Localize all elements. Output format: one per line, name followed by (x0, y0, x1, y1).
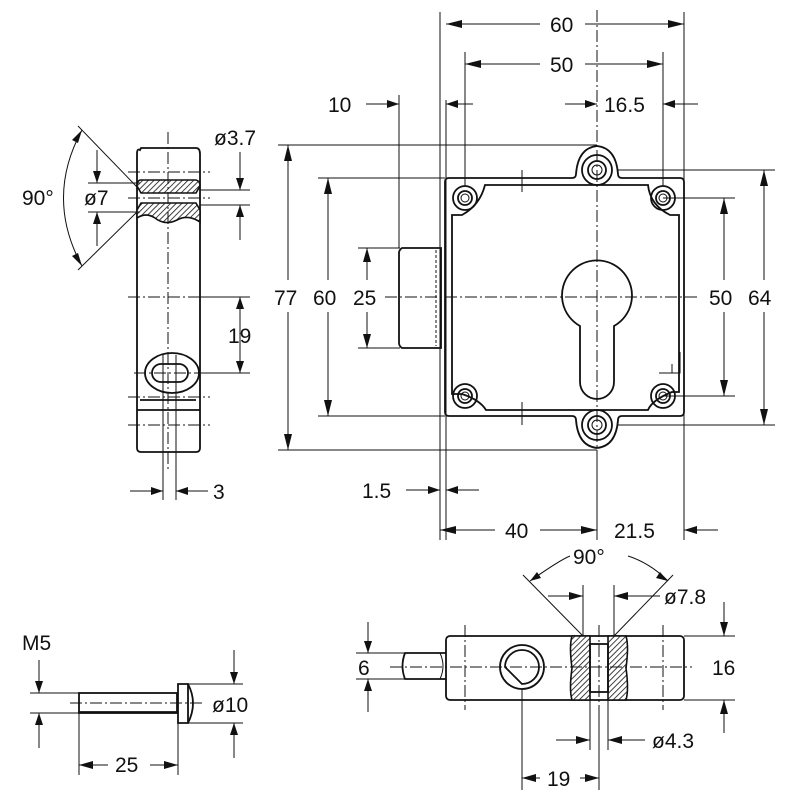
countersink-label: ø7.8 (664, 586, 706, 609)
flange-height-label: 64 (748, 287, 772, 310)
side-view-outline (136, 147, 201, 453)
plate-thickness-label: 1.5 (362, 480, 391, 503)
slot-width-label: 3 (213, 481, 225, 504)
backset-label: 40 (505, 520, 528, 543)
hole-diameter-label: ø4.3 (652, 730, 694, 753)
bolt-depth-label: 10 (328, 94, 351, 117)
bolt-height-label: 25 (353, 287, 376, 310)
strike-angle-label: 90° (573, 546, 605, 569)
pin-diameter-label: 6 (358, 657, 370, 680)
extension-line (77, 125, 138, 188)
strike-section-right (607, 635, 629, 701)
bore-small-label: ø3.7 (214, 127, 256, 150)
strike-section-left (569, 635, 591, 701)
strike-pin (401, 652, 446, 680)
extension-line (522, 574, 584, 637)
hole-spacing-v-label: 50 (709, 287, 732, 310)
strike-body (445, 635, 685, 701)
front-view: 60 50 10 16.5 77 60 (274, 10, 775, 543)
thread-label: M5 (22, 632, 51, 655)
hole-spacing-h-label: 50 (550, 54, 573, 77)
side-view: 90° ø7 ø3.7 19 3 (22, 125, 256, 504)
strike-height-label: 16 (712, 657, 735, 680)
mounting-hole-top-left (452, 185, 478, 211)
overall-width-label: 60 (550, 14, 573, 37)
strike-view: 90° ø7.8 6 16 ø4.3 (356, 546, 735, 791)
pin-shoulder (439, 652, 444, 680)
latch-bolt (398, 247, 442, 349)
extension-line (613, 574, 674, 637)
mounting-hole-bottom-left (452, 383, 478, 409)
slot-offset-label: 19 (228, 325, 251, 348)
side-angle-arc (63, 129, 83, 267)
overall-height-label: 77 (274, 287, 297, 310)
side-view-slot-inner (151, 363, 189, 383)
side-view-section-top (136, 179, 201, 194)
hole-offset-label: 19 (547, 768, 570, 791)
extension-line (77, 211, 138, 271)
strike-screw-hole-inner (504, 649, 540, 685)
cylinder-edge-offset-label: 21.5 (614, 520, 655, 543)
latch-detail (659, 352, 681, 374)
hole-edge-offset-label: 16.5 (604, 94, 645, 117)
screw-view: M5 ø10 25 (22, 632, 248, 777)
body-height-label: 60 (313, 287, 336, 310)
screw-length-label: 25 (115, 754, 138, 777)
head-diameter-label: ø10 (212, 694, 248, 717)
side-angle-label: 90° (22, 187, 54, 210)
bore-large-label: ø7 (84, 187, 109, 210)
